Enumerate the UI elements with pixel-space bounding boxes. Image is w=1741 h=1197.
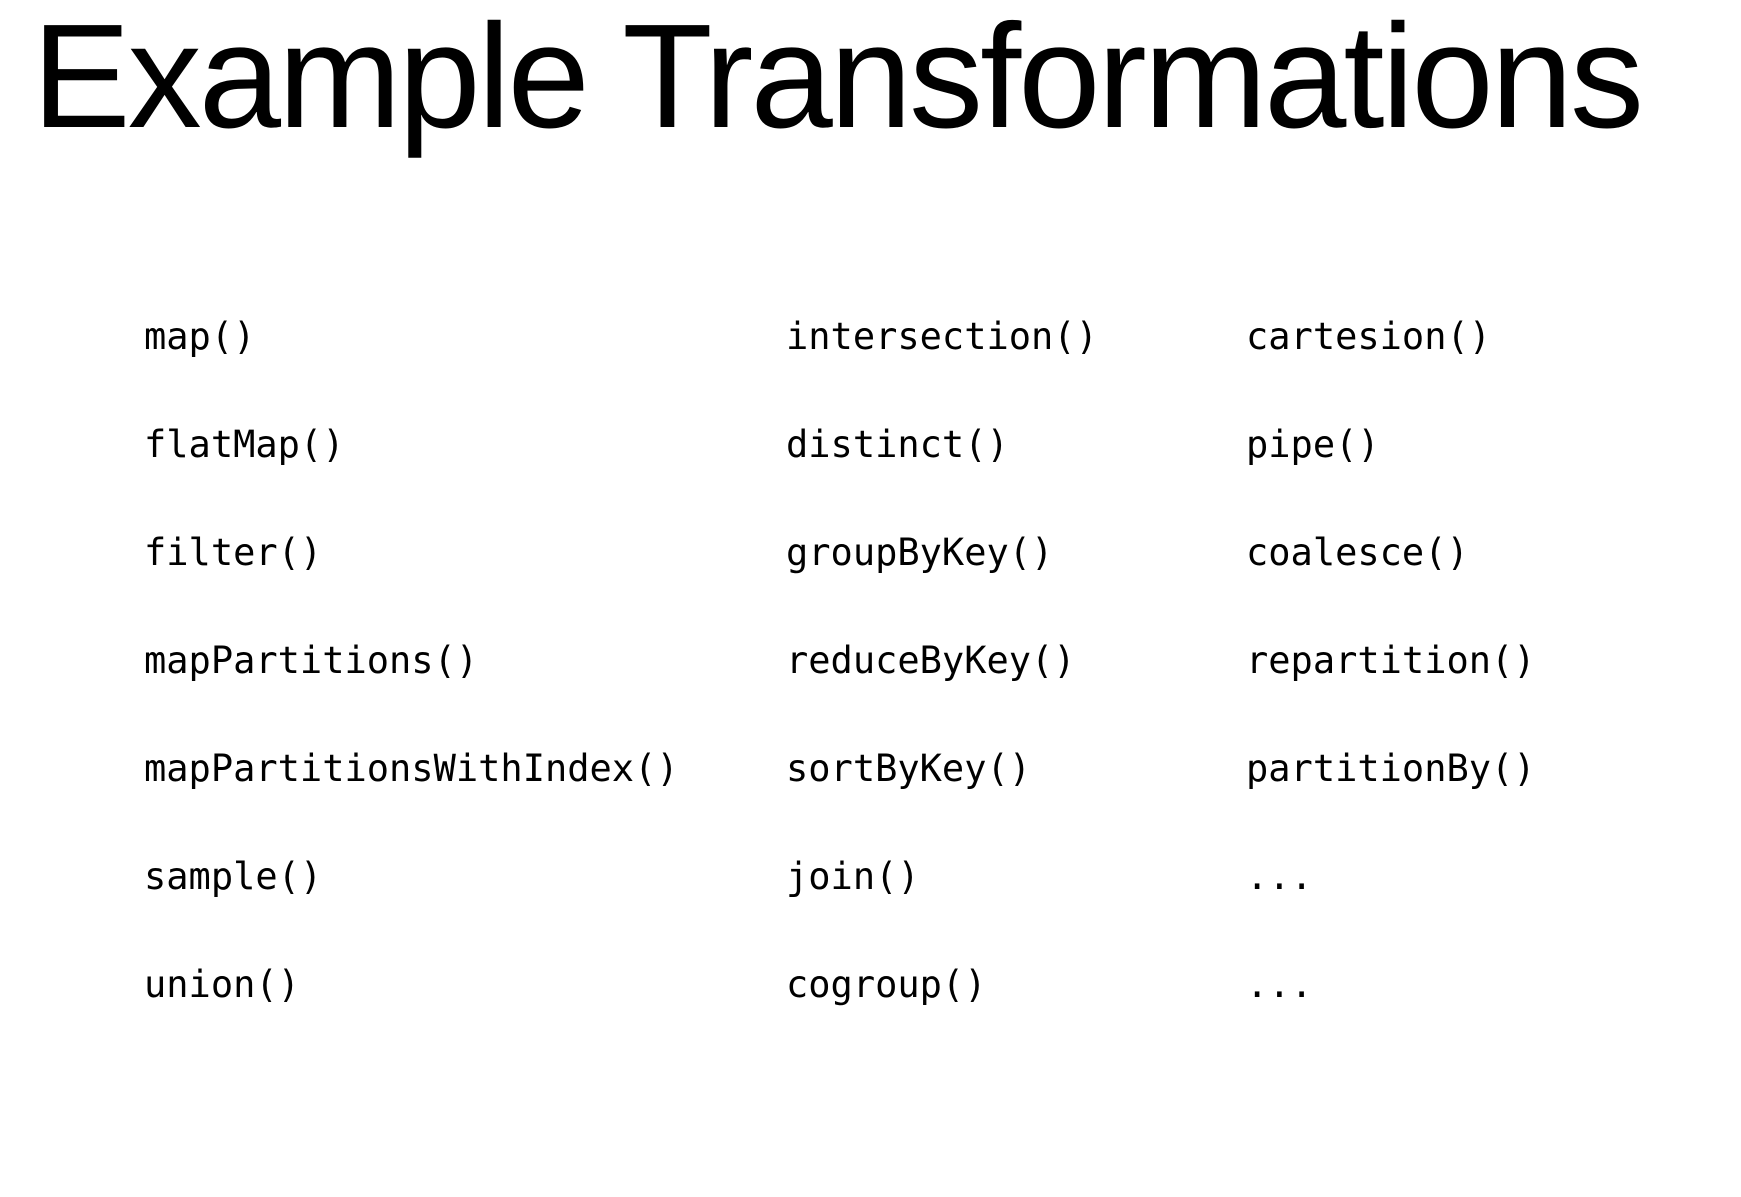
transformations-column-2: intersection() distinct() groupByKey() r… xyxy=(786,312,1098,1068)
transformation-item: union() xyxy=(144,963,300,1006)
transformation-item: ... xyxy=(1246,963,1313,1006)
transformation-item: reduceByKey() xyxy=(786,639,1076,682)
transformation-item: repartition() xyxy=(1246,639,1536,682)
transformation-item: map() xyxy=(144,315,256,358)
transformation-item: intersection() xyxy=(786,315,1098,358)
transformation-item: filter() xyxy=(144,531,323,574)
transformation-item: groupByKey() xyxy=(786,531,1054,574)
transformation-item: mapPartitions() xyxy=(144,639,479,682)
transformation-item: mapPartitionsWithIndex() xyxy=(144,747,679,790)
transformation-item: cogroup() xyxy=(786,963,987,1006)
transformations-column-3: cartesion() pipe() coalesce() repartitio… xyxy=(1246,312,1536,1068)
transformations-column-1: map() flatMap() filter() mapPartitions()… xyxy=(144,312,679,1068)
slide-title: Example Transformations xyxy=(32,0,1644,159)
transformation-item: sortByKey() xyxy=(786,747,1032,790)
transformation-item: ... xyxy=(1246,855,1313,898)
transformation-item: pipe() xyxy=(1246,423,1380,466)
transformation-item: join() xyxy=(786,855,920,898)
transformation-item: coalesce() xyxy=(1246,531,1469,574)
transformation-item: flatMap() xyxy=(144,423,345,466)
transformation-item: sample() xyxy=(144,855,323,898)
transformation-item: distinct() xyxy=(786,423,1009,466)
transformation-item: cartesion() xyxy=(1246,315,1492,358)
transformation-item: partitionBy() xyxy=(1246,747,1536,790)
